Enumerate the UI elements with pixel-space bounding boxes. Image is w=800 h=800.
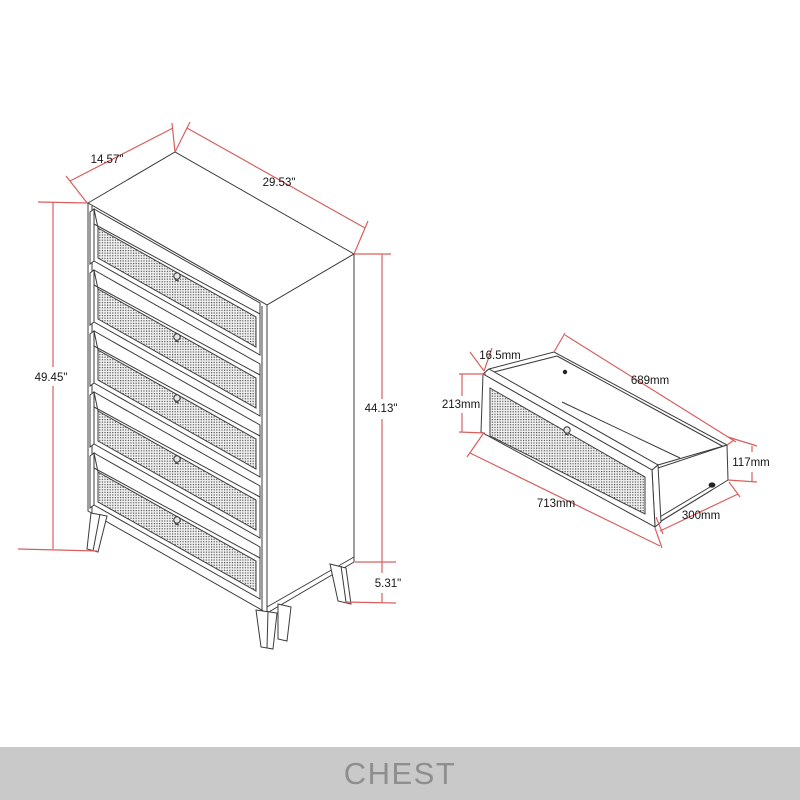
chest-legs bbox=[86, 512, 352, 650]
dimension-label-side-height: 117mm bbox=[732, 457, 770, 469]
chest-drawer-1 bbox=[89, 208, 261, 356]
dimension-label-front-height: 213mm bbox=[442, 399, 480, 411]
chest-drawer-4 bbox=[89, 391, 261, 539]
drawer-front-panel bbox=[480, 368, 662, 529]
technical-drawing: 14.57" 29.53" 49.45" 44.13" 5.31" bbox=[17, 121, 770, 650]
dimension-label-front-thickness: 16.5mm bbox=[479, 350, 521, 362]
drawer-knob bbox=[563, 426, 571, 434]
rail-end-cap bbox=[708, 482, 716, 488]
dimension-label-inner-length: 689mm bbox=[631, 375, 669, 387]
dimension-chest-depth: 14.57" bbox=[65, 122, 176, 205]
dimension-drawer-front-width: 713mm bbox=[466, 433, 663, 549]
chest-isometric-view: 14.57" 29.53" 49.45" 44.13" 5.31" bbox=[17, 121, 401, 650]
chest-drawer-3 bbox=[89, 330, 261, 478]
chest-side-panel bbox=[266, 253, 355, 614]
chest-leg-front bbox=[255, 609, 278, 650]
title-banner: CHEST bbox=[0, 747, 800, 800]
dimension-label-total-height: 49.45" bbox=[35, 372, 68, 384]
dimension-drawer-side-height: 117mm bbox=[727, 436, 770, 483]
dimension-chest-body-height: 44.13" bbox=[354, 253, 398, 563]
dimension-label-slide-length: 300mm bbox=[682, 510, 720, 522]
dimension-label-leg-height: 5.31" bbox=[375, 578, 401, 590]
chest-leg-right bbox=[329, 563, 352, 605]
dimension-drawer-front-height: 213mm bbox=[442, 373, 486, 434]
drawer-knob bbox=[173, 333, 181, 341]
dimension-drawer-front-thickness: 16.5mm bbox=[469, 347, 521, 372]
screw-hole bbox=[562, 369, 568, 375]
title-banner-label: CHEST bbox=[343, 755, 457, 791]
dimension-chest-width: 29.53" bbox=[174, 121, 369, 255]
dimension-label-depth: 14.57" bbox=[91, 154, 124, 166]
dimension-label-body-height: 44.13" bbox=[365, 403, 398, 415]
dimension-chest-leg-height: 5.31" bbox=[344, 562, 401, 604]
dimension-drawer-slide-length: 300mm bbox=[655, 481, 741, 535]
dimension-label-front-width: 713mm bbox=[537, 498, 575, 510]
chest-leg-back bbox=[277, 603, 292, 642]
chest-drawer-2 bbox=[89, 269, 261, 417]
dimension-chest-total-height: 49.45" bbox=[17, 201, 98, 552]
drawer-knob bbox=[173, 272, 181, 280]
drawer-knob bbox=[173, 516, 181, 524]
chest-drawer-5 bbox=[89, 452, 261, 600]
dimension-label-width: 29.53" bbox=[263, 177, 296, 189]
drawer-knob bbox=[173, 455, 181, 463]
drawer-knob bbox=[173, 394, 181, 402]
drawer-slide-rail bbox=[657, 482, 716, 522]
dimension-drawer-inner-length: 689mm bbox=[553, 332, 737, 446]
drawer-isometric-view: 16.5mm 689mm 213mm 713mm 117mm bbox=[442, 332, 770, 549]
